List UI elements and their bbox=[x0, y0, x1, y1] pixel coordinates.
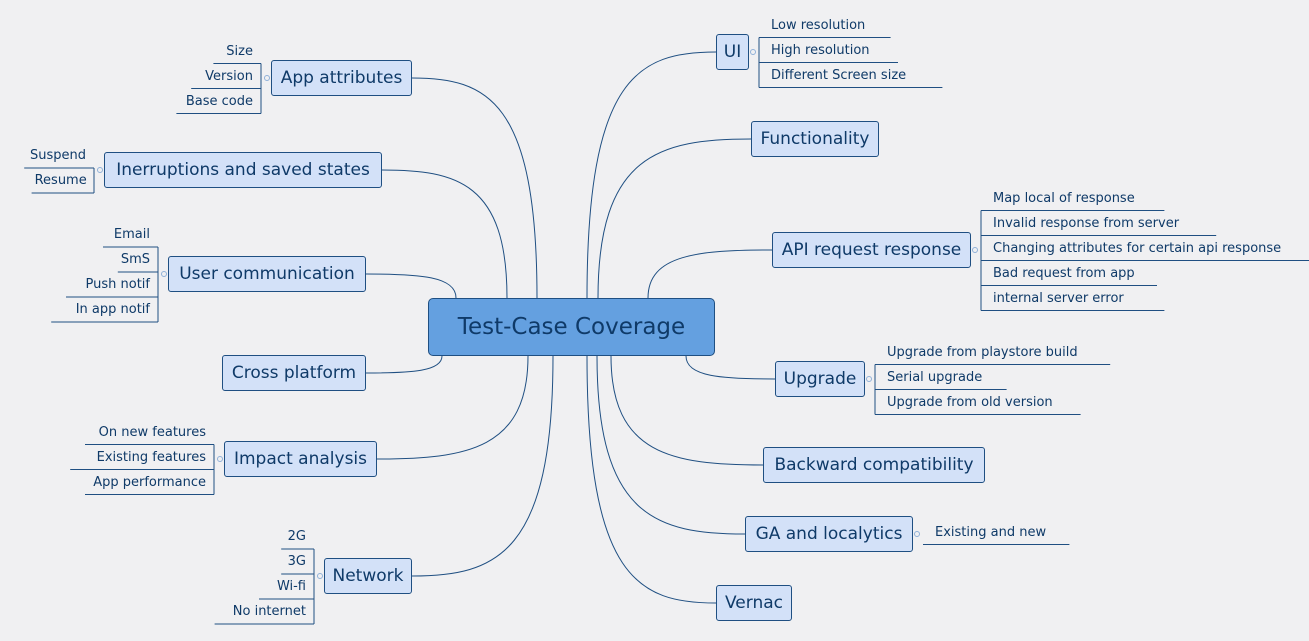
connector-upgrade bbox=[685, 355, 776, 380]
subtopic-suspend[interactable]: Suspend bbox=[29, 148, 86, 163]
topic-ui[interactable]: UI bbox=[716, 34, 749, 70]
connector-inerruptions-and-saved-states bbox=[381, 169, 508, 299]
connector-ga-and-localytics bbox=[596, 355, 746, 535]
connector-app-attributes bbox=[411, 77, 538, 299]
central-topic[interactable]: Test-Case Coverage bbox=[428, 298, 715, 356]
connector-user-communication bbox=[365, 273, 457, 299]
subtopic-on-new-features[interactable]: On new features bbox=[98, 424, 206, 440]
subtopic-push-notif[interactable]: Push notif bbox=[85, 277, 150, 292]
connector-network bbox=[411, 355, 554, 577]
topic-network[interactable]: Network bbox=[324, 558, 412, 594]
connector-api-request-response bbox=[647, 249, 773, 299]
subtopic-email[interactable]: Email bbox=[113, 227, 150, 242]
subtopic-base-code[interactable]: Base code bbox=[185, 93, 253, 109]
topic-upgrade[interactable]: Upgrade bbox=[775, 361, 865, 397]
subtopic-map-local-of-response[interactable]: Map local of response bbox=[993, 190, 1135, 206]
topic-app-attributes[interactable]: App attributes bbox=[271, 60, 412, 96]
topic-impact-analysis[interactable]: Impact analysis bbox=[224, 441, 377, 477]
topic-functionality[interactable]: Functionality bbox=[751, 121, 879, 157]
subtopic-in-app-notif[interactable]: In app notif bbox=[75, 302, 150, 317]
subtopic-2g[interactable]: 2G bbox=[287, 529, 306, 544]
collapse-toggle-icon[interactable] bbox=[97, 167, 103, 173]
subtopic-no-internet[interactable]: No internet bbox=[232, 604, 306, 619]
subtopic-3g[interactable]: 3G bbox=[287, 554, 306, 569]
connector-functionality bbox=[597, 138, 752, 299]
collapse-toggle-icon[interactable] bbox=[750, 49, 756, 55]
connector-vernac bbox=[586, 355, 717, 604]
topic-inerruptions-and-saved-states[interactable]: Inerruptions and saved states bbox=[104, 152, 382, 188]
subtopic-sms[interactable]: SmS bbox=[120, 252, 150, 267]
subtopic-different-screen-size[interactable]: Different Screen size bbox=[771, 67, 907, 83]
subtopic-low-resolution[interactable]: Low resolution bbox=[771, 17, 866, 33]
collapse-toggle-icon[interactable] bbox=[317, 573, 323, 579]
collapse-toggle-icon[interactable] bbox=[914, 531, 920, 537]
collapse-toggle-icon[interactable] bbox=[161, 271, 167, 277]
subtopic-invalid-response-from-server[interactable]: Invalid response from server bbox=[993, 215, 1180, 231]
subtopic-bad-request-from-app[interactable]: Bad request from app bbox=[993, 265, 1135, 281]
subtopic-serial-upgrade[interactable]: Serial upgrade bbox=[887, 369, 983, 385]
topic-backward-compatibility[interactable]: Backward compatibility bbox=[763, 447, 985, 483]
collapse-toggle-icon[interactable] bbox=[972, 247, 978, 253]
subtopic-internal-server-error[interactable]: internal server error bbox=[993, 290, 1124, 306]
topic-api-request-response[interactable]: API request response bbox=[772, 232, 971, 268]
topic-cross-platform[interactable]: Cross platform bbox=[222, 355, 366, 391]
subtopic-resume[interactable]: Resume bbox=[34, 173, 87, 188]
collapse-toggle-icon[interactable] bbox=[217, 456, 223, 462]
connector-ui bbox=[586, 51, 717, 299]
collapse-toggle-icon[interactable] bbox=[264, 75, 270, 81]
subtopic-upgrade-from-old-version[interactable]: Upgrade from old version bbox=[887, 394, 1053, 410]
subtopic-app-performance[interactable]: App performance bbox=[93, 474, 206, 490]
subtopic-changing-attributes-for-certain-api-response[interactable]: Changing attributes for certain api resp… bbox=[993, 240, 1282, 256]
subtopic-existing-features[interactable]: Existing features bbox=[96, 449, 206, 465]
connector-backward-compatibility bbox=[610, 355, 764, 466]
collapse-toggle-icon[interactable] bbox=[866, 376, 872, 382]
subtopic-wi-fi[interactable]: Wi-fi bbox=[276, 579, 306, 594]
topic-ga-and-localytics[interactable]: GA and localytics bbox=[745, 516, 913, 552]
subtopic-version[interactable]: Version bbox=[205, 68, 253, 84]
subtopic-existing-and-new[interactable]: Existing and new bbox=[935, 524, 1047, 540]
topic-user-communication[interactable]: User communication bbox=[168, 256, 366, 292]
subtopic-size[interactable]: Size bbox=[226, 43, 253, 59]
connector-cross-platform bbox=[365, 355, 443, 374]
subtopic-upgrade-from-playstore-build[interactable]: Upgrade from playstore build bbox=[887, 344, 1078, 360]
topic-vernac[interactable]: Vernac bbox=[716, 585, 792, 621]
connector-impact-analysis bbox=[376, 355, 529, 460]
subtopic-high-resolution[interactable]: High resolution bbox=[771, 42, 870, 58]
